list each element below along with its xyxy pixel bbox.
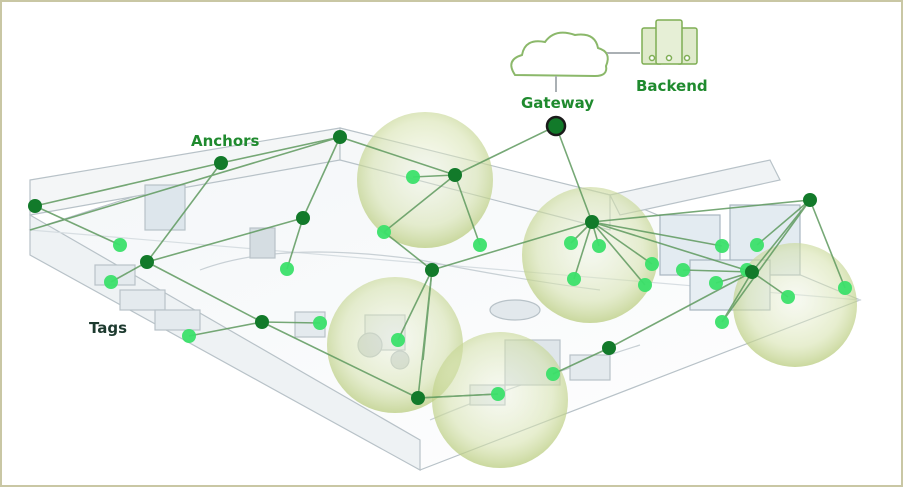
network-link — [454, 174, 481, 246]
network-link — [146, 162, 222, 263]
tag-node — [781, 290, 795, 304]
coverage-zone — [357, 112, 493, 248]
network-links — [29, 125, 846, 399]
anchor-node — [585, 215, 599, 229]
cloud-icon — [510, 31, 609, 78]
network-link — [591, 221, 653, 265]
coverage-zone — [522, 187, 658, 323]
anchor-node — [28, 199, 42, 213]
tag-node — [104, 275, 118, 289]
tag-node — [113, 238, 127, 252]
network-link — [552, 347, 610, 375]
workbench — [154, 309, 201, 331]
tag-node — [280, 262, 294, 276]
network-link — [302, 136, 341, 219]
anchor-node — [425, 263, 439, 277]
network-link — [261, 321, 419, 399]
gateway-node — [545, 115, 567, 137]
tag-node — [645, 257, 659, 271]
tag-node — [715, 315, 729, 329]
network-link — [751, 199, 811, 273]
network-link — [809, 199, 846, 289]
anchor-node — [803, 193, 817, 207]
tag-node — [567, 272, 581, 286]
network-nodes — [28, 115, 852, 405]
tag-node — [313, 316, 327, 330]
shelf-unit — [569, 354, 611, 381]
tag-node — [406, 170, 420, 184]
anchor-node — [448, 168, 462, 182]
network-link — [146, 261, 263, 323]
network-link — [286, 217, 304, 270]
tag-node — [564, 236, 578, 250]
network-link — [383, 174, 456, 233]
network-link — [412, 174, 456, 178]
tag-node — [676, 263, 690, 277]
network-link — [146, 217, 304, 263]
tag-node — [391, 333, 405, 347]
label-anchors: Anchors — [191, 132, 260, 150]
anchor-node — [411, 391, 425, 405]
network-link — [608, 271, 753, 349]
network-link — [29, 136, 341, 231]
door — [144, 184, 186, 231]
network-link — [573, 221, 593, 280]
network-link — [591, 199, 811, 223]
network-link — [591, 221, 753, 273]
network-link — [721, 271, 753, 323]
coverage-zones — [327, 112, 857, 468]
network-link — [756, 199, 811, 246]
network-link — [220, 136, 341, 164]
server-icon — [641, 19, 698, 65]
tag-node — [473, 238, 487, 252]
network-link — [383, 231, 433, 271]
anchor-node — [140, 255, 154, 269]
network-link — [397, 269, 433, 341]
machine-spool — [249, 227, 276, 259]
network-link — [417, 393, 499, 399]
network-link — [431, 221, 593, 271]
workbench — [119, 289, 166, 311]
tag-node — [377, 225, 391, 239]
tag-node — [491, 387, 505, 401]
tag-node — [709, 276, 723, 290]
network-link — [34, 205, 121, 246]
tag-node — [592, 239, 606, 253]
network-link — [721, 199, 811, 323]
network-link — [555, 125, 593, 223]
robot-base — [489, 299, 541, 321]
network-link — [188, 321, 263, 337]
anchor-node — [333, 130, 347, 144]
coverage-zone — [733, 243, 857, 367]
anchor-node — [745, 265, 759, 279]
tag-node — [750, 238, 764, 252]
tag-node — [182, 329, 196, 343]
label-tags: Tags — [89, 319, 127, 337]
network-link — [34, 162, 222, 207]
anchor-node — [296, 211, 310, 225]
network-link — [591, 221, 723, 247]
label-backend: Backend — [636, 77, 708, 95]
tag-node — [638, 278, 652, 292]
network-link — [422, 269, 433, 361]
network-link — [751, 271, 789, 298]
anchor-node — [255, 315, 269, 329]
network-link — [454, 125, 557, 176]
tag-node — [715, 239, 729, 253]
network-link — [339, 136, 456, 176]
anchor-node — [214, 156, 228, 170]
label-gateway: Gateway — [521, 94, 594, 112]
tag-node — [546, 367, 560, 381]
network-link — [261, 321, 321, 324]
network-link — [591, 221, 646, 286]
anchor-node — [602, 341, 616, 355]
tag-node — [838, 281, 852, 295]
